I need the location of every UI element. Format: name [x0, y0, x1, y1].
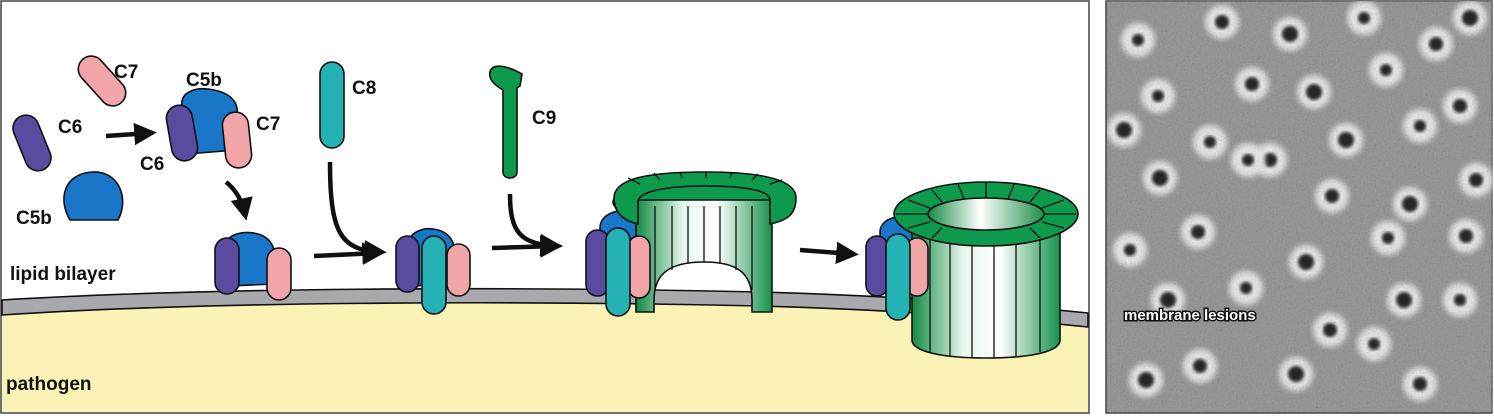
label-lipid-bilayer: lipid bilayer [10, 264, 116, 285]
lesion-hole [1429, 37, 1443, 51]
lesion-hole [1402, 196, 1418, 212]
lesion-hole [1325, 189, 1339, 203]
lesion-hole [1116, 122, 1132, 138]
lesion-hole [1245, 77, 1259, 91]
label-membrane-lesions: membrane lesions [1124, 307, 1256, 324]
lesion-hole [1242, 154, 1254, 166]
c8-protein-free [319, 61, 345, 149]
label-c6-free: C6 [58, 117, 82, 138]
lesion-hole [1193, 359, 1207, 373]
arrow-assembly-3 [313, 242, 385, 265]
c5b678-complex [395, 228, 471, 315]
complete-mac-pore [865, 181, 1079, 359]
label-c5b-complex: C5b [186, 70, 222, 91]
arrow-assembly-5 [799, 241, 859, 265]
lesion-hole [1380, 64, 1392, 76]
c5b67-membrane-complex [214, 231, 292, 301]
arrow-assembly-1 [105, 122, 157, 146]
lesion-hole [1454, 294, 1466, 306]
label-c8: C8 [352, 78, 376, 99]
partial-c9-pore [585, 171, 797, 317]
lesion-hole [1368, 338, 1380, 350]
lesion-hole [1382, 232, 1394, 244]
lesion-hole [1414, 120, 1426, 132]
label-c7-complex: C7 [256, 114, 280, 135]
lesion-hole [1124, 244, 1136, 256]
lesion-hole [1323, 323, 1337, 337]
lesion-hole [1459, 229, 1473, 243]
lesion-hole [1338, 132, 1354, 148]
label-c7-free: C7 [114, 62, 138, 83]
lesion-hole [1358, 12, 1370, 24]
lesion-hole [1298, 254, 1314, 270]
arrow-assembly-2 [224, 180, 253, 221]
lesion-hole [1396, 292, 1412, 308]
c6-protein-free [12, 114, 52, 172]
lesion-hole [1152, 170, 1168, 186]
lesion-hole [1453, 99, 1467, 113]
c5b67-complex [165, 88, 253, 169]
diagram-panel: C7 C6 C5b C5b C6 C7 C8 [0, 0, 1090, 414]
c9-protein-free [488, 65, 523, 179]
lesion-hole [1152, 90, 1164, 102]
lesion-hole [1215, 15, 1229, 29]
label-c6-complex: C6 [140, 154, 164, 175]
lesion-hole [1282, 26, 1298, 42]
lesion-hole [1469, 173, 1483, 187]
lesion-hole [1204, 136, 1216, 148]
lesion-hole [1462, 10, 1478, 26]
lesion-hole [1306, 84, 1322, 100]
lesion-hole [1240, 282, 1252, 294]
c7-protein-free [77, 55, 127, 107]
lesion-hole [1191, 225, 1205, 239]
label-c9: C9 [532, 108, 556, 129]
micrograph-panel: membrane lesions [1105, 0, 1493, 414]
lesion-hole [1413, 377, 1427, 391]
lesion-hole [1263, 153, 1277, 167]
arrow-assembly-4 [491, 235, 563, 258]
lesion-hole [1160, 292, 1176, 308]
lesion-hole [1132, 34, 1144, 46]
pathogen-area [2, 302, 1088, 412]
c5b-protein-free [63, 171, 124, 221]
lesion-hole [1288, 366, 1304, 382]
label-pathogen: pathogen [6, 374, 92, 395]
label-c5b-free: C5b [16, 208, 52, 229]
lesion-hole [1138, 372, 1154, 388]
